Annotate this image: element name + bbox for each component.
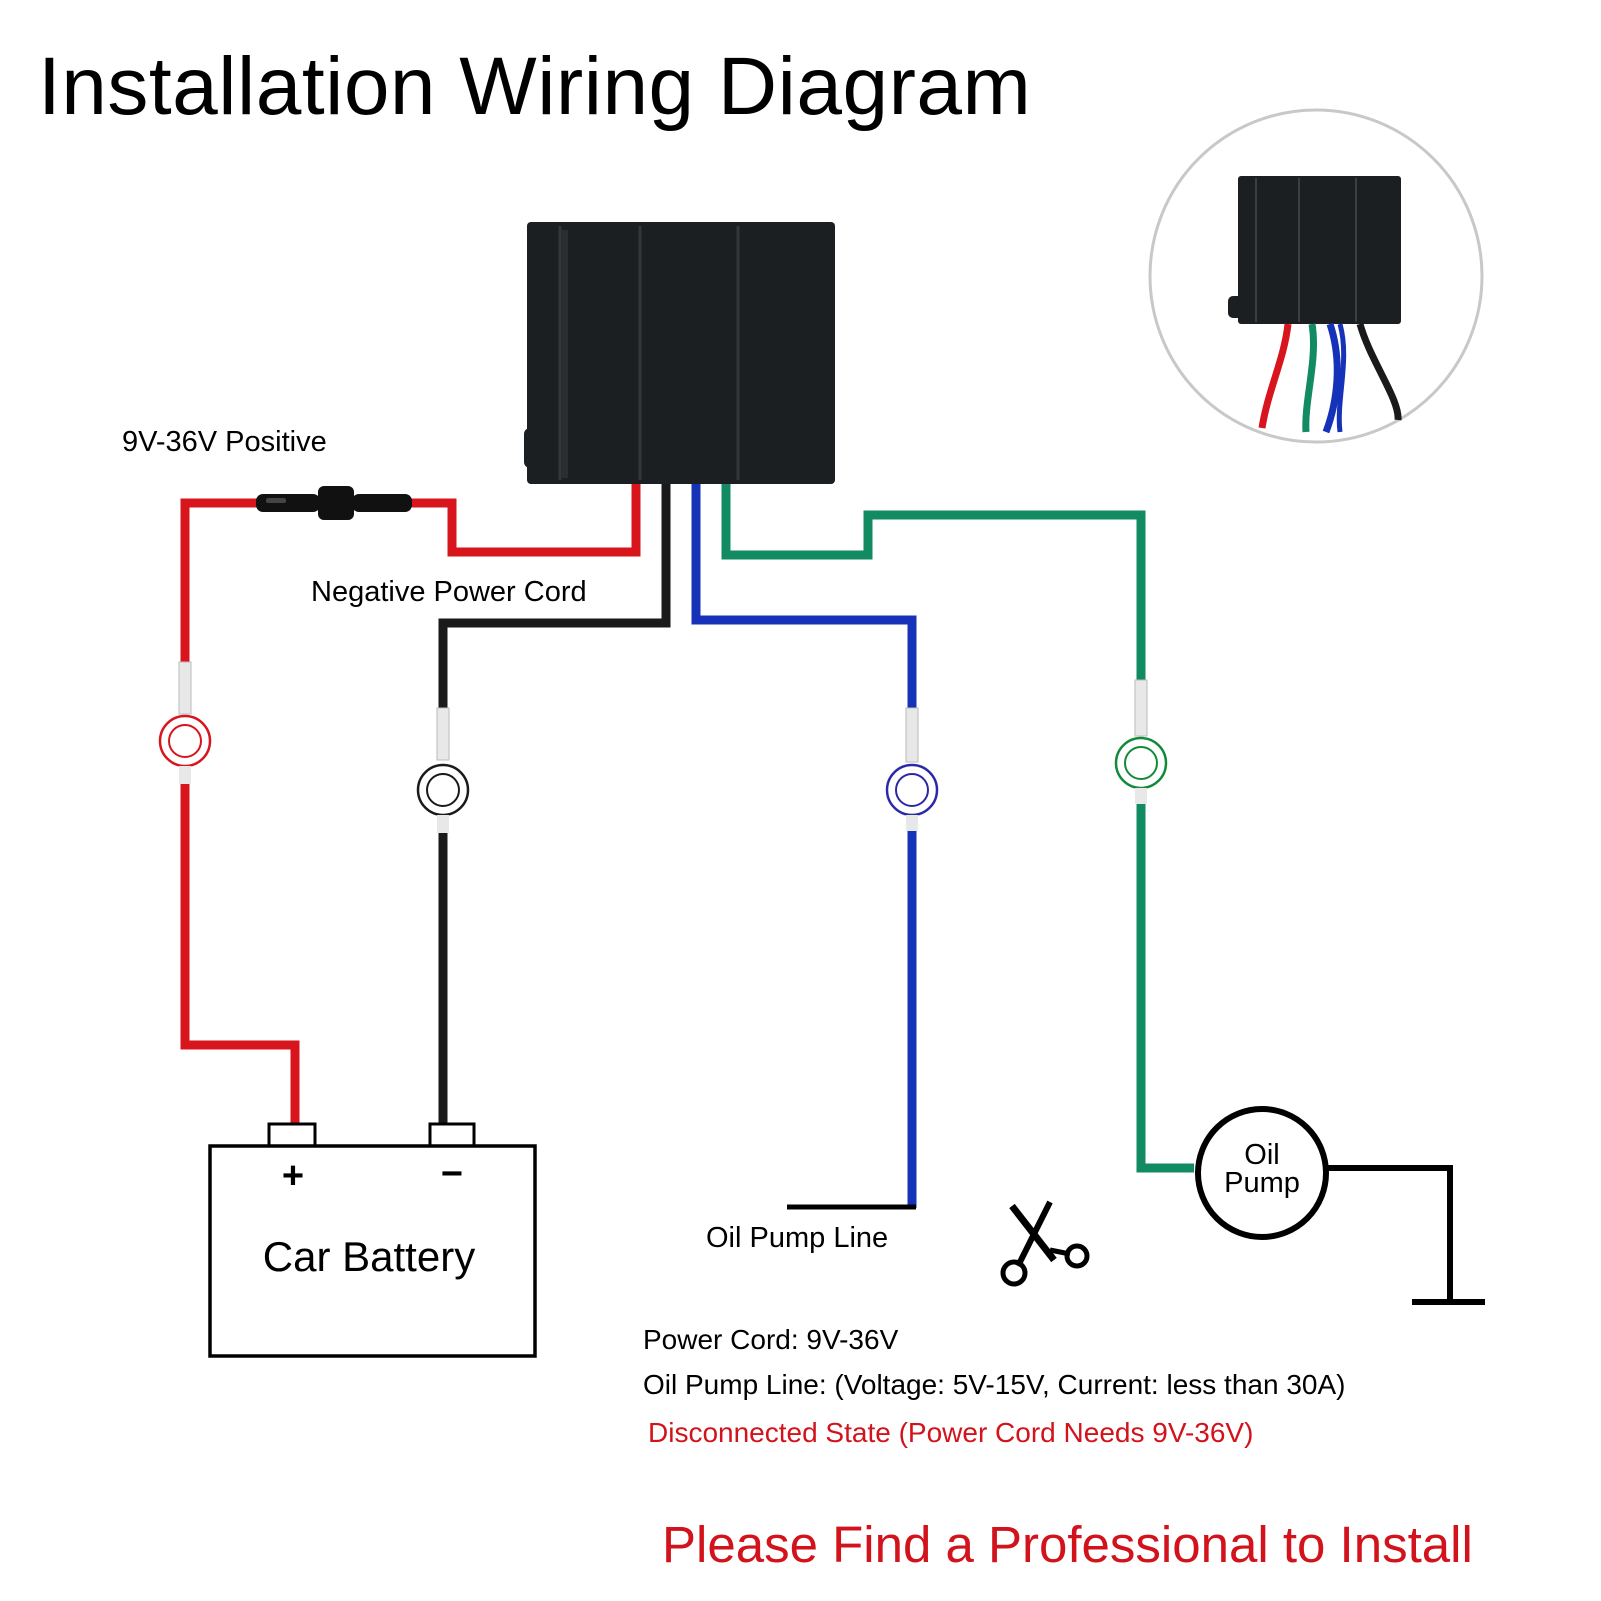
ring-terminal-icon — [885, 707, 939, 831]
note-power-cord: Power Cord: 9V-36V — [643, 1324, 899, 1355]
blue-wire — [691, 484, 917, 1208]
black-wire — [438, 484, 671, 1130]
warning-text: Please Find a Professional to Install — [662, 1516, 1473, 1573]
relay-module-icon — [524, 222, 835, 484]
ring-terminal-icon — [416, 707, 470, 833]
battery-minus-label: − — [441, 1153, 463, 1195]
battery-plus-label: + — [282, 1155, 304, 1197]
oil-pump-label-line1: Oil — [1244, 1139, 1279, 1171]
positive-label: 9V-36V Positive — [122, 426, 327, 458]
note-disconnected: Disconnected State (Power Cord Needs 9V-… — [648, 1417, 1254, 1448]
oil-pump-label-line2: Pump — [1224, 1167, 1300, 1199]
ring-terminal-icon — [158, 661, 212, 784]
fuse-icon — [256, 486, 412, 520]
ground-symbol — [1326, 1165, 1485, 1305]
ring-terminal-icon — [1114, 679, 1168, 804]
green-wire — [721, 484, 1194, 1173]
oil-pump: Oil Pump — [1195, 1106, 1329, 1240]
oil-pump-line-label: Oil Pump Line — [706, 1222, 889, 1254]
battery-label: Car Battery — [263, 1233, 475, 1280]
connector-inset — [1148, 108, 1484, 444]
negative-label: Negative Power Cord — [311, 576, 587, 608]
car-battery: + − Car Battery — [208, 1122, 537, 1358]
page-title: Installation Wiring Diagram — [38, 41, 1032, 132]
red-wire — [180, 484, 641, 1128]
note-oil-pump-line: Oil Pump Line: (Voltage: 5V-15V, Current… — [643, 1369, 1346, 1400]
scissors-icon — [1000, 1200, 1090, 1287]
